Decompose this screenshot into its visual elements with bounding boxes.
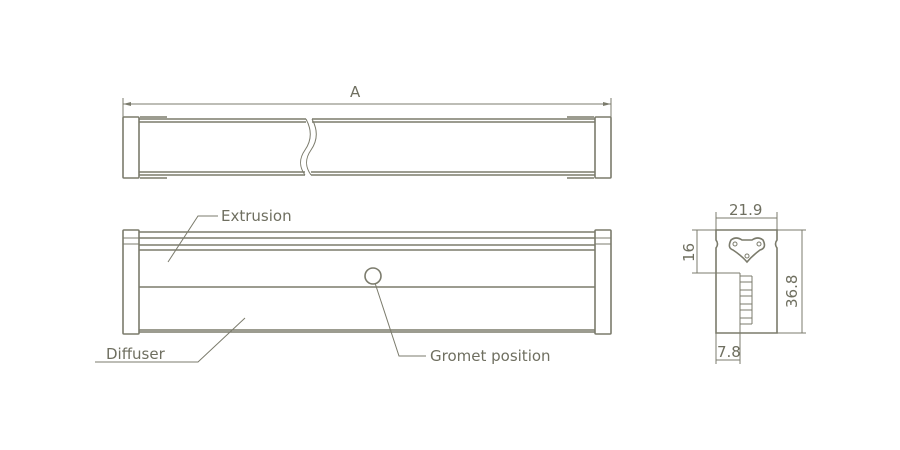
extrusion-leader <box>167 215 218 263</box>
gromet-label: Gromet position <box>430 347 551 365</box>
profile-height-label: 36.8 <box>783 275 801 308</box>
profile-width-label: 21.9 <box>729 201 762 219</box>
profile-upper-height-label: 16 <box>680 243 698 262</box>
profile-offset-label: 7.8 <box>717 343 741 361</box>
front-view: Extrusion Diffuser Gromet position <box>95 207 612 365</box>
gromet-leader <box>374 282 426 357</box>
dimension-a-label: A <box>350 83 361 101</box>
extrusion-label: Extrusion <box>221 207 292 225</box>
diffuser-leader <box>95 317 246 363</box>
top-view: A <box>122 83 612 179</box>
diffuser-label: Diffuser <box>106 345 166 363</box>
gromet-hole <box>364 267 382 285</box>
dimension-a: A <box>122 83 612 117</box>
profile-view: 21.9 16 36.8 7.8 <box>680 201 806 364</box>
